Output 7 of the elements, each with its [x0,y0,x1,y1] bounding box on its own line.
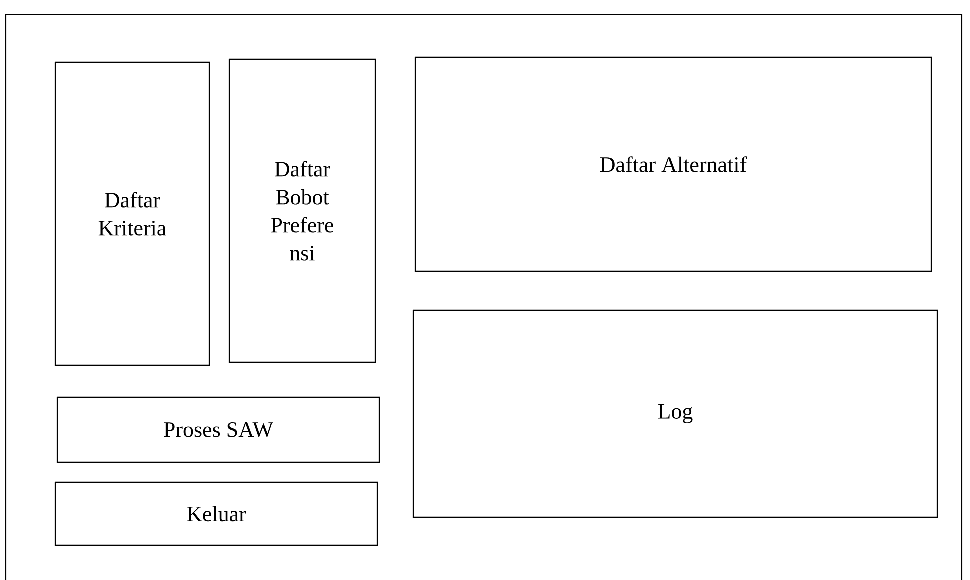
panel-box: Proses SAW [56,396,380,463]
window-frame [5,14,963,580]
panel-box: Daftar Kriteria [54,62,210,366]
panel-box: Log [412,310,938,518]
panel-box: Keluar [54,482,378,546]
panel-box: Daftar Bobot Prefere nsi [228,58,376,363]
panel-box: Daftar Alternatif [414,56,932,272]
